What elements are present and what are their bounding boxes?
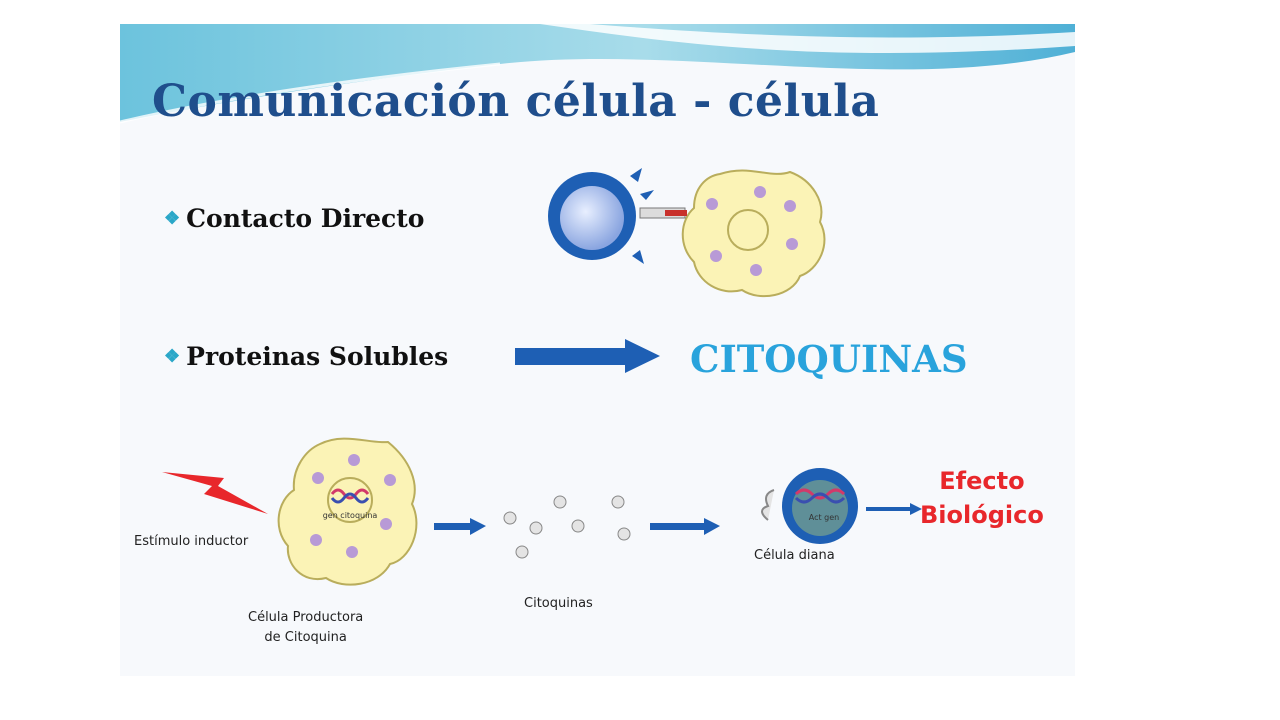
lightning-bolt-icon (162, 472, 268, 514)
contact-cells (548, 168, 826, 298)
cytokine-molecules (503, 495, 631, 559)
producer-cell: gen citoquina (277, 437, 418, 586)
target-cell: Act gen (761, 468, 858, 544)
arrow-to-cytokines (434, 518, 486, 535)
citoquinas-label: Citoquinas (524, 596, 593, 611)
slide-title: Comunicación célula - célula (152, 76, 880, 127)
diagram-figures: gen citoquina (162, 168, 922, 586)
bullet-contacto-directo: ❖Contacto Directo (164, 204, 424, 233)
citoquinas-result: CITOQUINAS (690, 337, 968, 381)
t-cell-nucleus (560, 186, 624, 250)
granule (784, 200, 796, 212)
granule (750, 264, 762, 276)
estimulo-label: Estímulo inductor (134, 534, 249, 549)
bullet-proteinas-solubles: ❖Proteinas Solubles (164, 342, 448, 371)
efecto-line1: Efecto (939, 467, 1025, 495)
productora-label: Célula Productora de Citoquina (248, 608, 363, 648)
apc-nucleus (727, 209, 769, 251)
diana-label: Célula diana (754, 548, 835, 563)
granule (706, 198, 718, 210)
granule (786, 238, 798, 250)
slide: Comunicación célula - célula ❖Contacto D… (120, 24, 1075, 676)
diamond-bullet-icon: ❖ (164, 346, 181, 367)
act-gen-label: Act gen (809, 513, 839, 522)
gen-label: gen citoquina (323, 511, 378, 520)
receptor-tip (665, 210, 687, 216)
bullet-text: Proteinas Solubles (186, 342, 449, 371)
productora-line1: Célula Productora (248, 610, 364, 625)
arrow-to-target-cell (650, 518, 720, 535)
arrow-to-effect (866, 503, 922, 515)
granule (754, 186, 766, 198)
wave-banner (120, 24, 1075, 154)
efecto-biologico: Efecto Biológico (920, 464, 1044, 532)
efecto-line2: Biológico (920, 501, 1044, 529)
productora-line2: de Citoquina (264, 630, 347, 645)
granule (710, 250, 722, 262)
diamond-bullet-icon: ❖ (164, 208, 181, 229)
arrow-to-citoquinas (515, 339, 660, 373)
bullet-text: Contacto Directo (186, 204, 425, 233)
